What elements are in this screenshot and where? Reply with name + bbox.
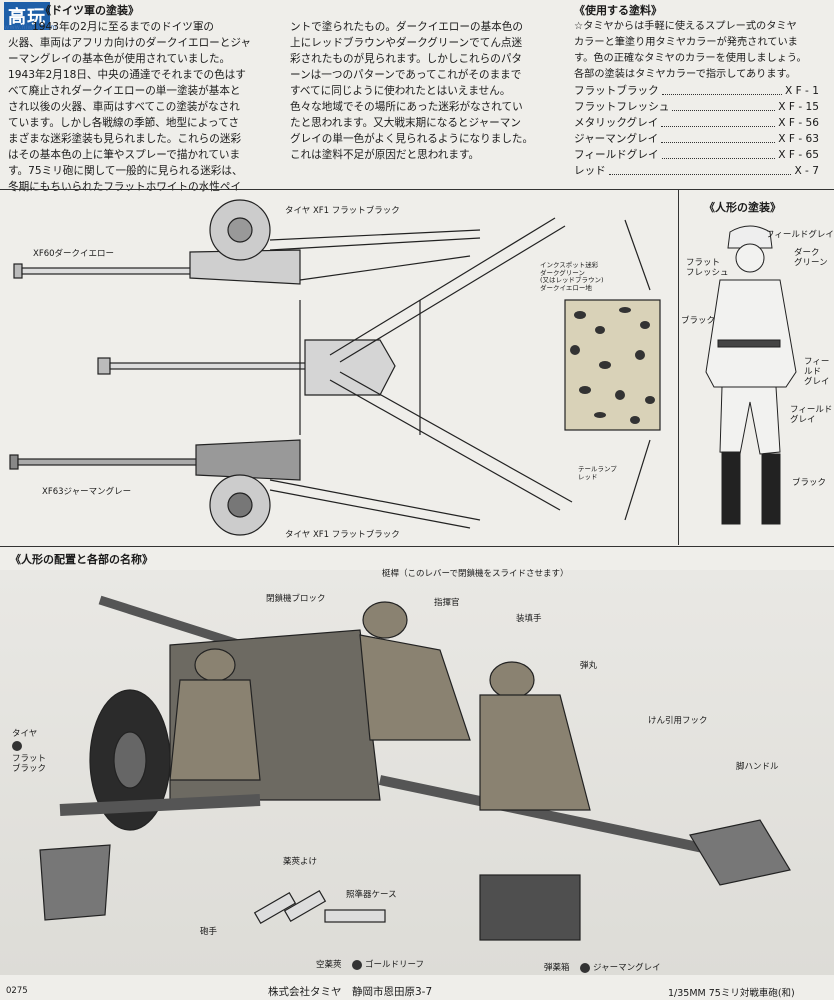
label-german-grey: XF63ジャーマングレー [42, 487, 132, 497]
body-line: はその基本色の上に筆やスプレーで描かれていま [8, 149, 241, 161]
paint-code: X F - 65 [778, 149, 819, 161]
divider [0, 189, 834, 190]
soldier-figure [705, 225, 797, 525]
label-sight-case: 照準器ケース [346, 890, 397, 900]
paint-row: レッド X - 7 [574, 163, 819, 179]
label-black-1: ブラック [681, 316, 716, 326]
body-line: ています。しかし各戦線の季節、地型によってさ [8, 117, 240, 129]
body-line: 1943年2月18日、中央の通達でそれまでの色はす [8, 69, 246, 81]
divider [678, 189, 679, 545]
label-flat-flesh: フラット フレッシュ [686, 258, 729, 278]
label-casing-paint: ゴールドリーフ [365, 960, 424, 970]
paint-code: X F - 1 [784, 85, 819, 97]
label-field-grey-trousers: フィールド グレイ [790, 405, 833, 425]
label-breech: 閉鎖機ブロック [266, 594, 326, 604]
label-shell-deflector: 薬莢よけ [283, 857, 318, 867]
label-shell: 弾丸 [580, 661, 598, 671]
gun-drawings [9, 199, 661, 536]
paint-name: フラットフレッシュ [574, 101, 670, 113]
paint-marker-icon [352, 960, 362, 970]
gun-side-view-bottom [9, 439, 481, 536]
body-line: す。75ミリ砲に関して一般的に見られる迷彩は、 [8, 165, 243, 177]
label-tire-top: タイヤ XF1 フラットブラック [285, 206, 400, 216]
body-line: ーマングレイの基本色が使用されていました。 [8, 53, 231, 65]
photo-heading: 《人形の配置と各部の名称》 [10, 553, 153, 566]
label-field-grey-helmet: フィールドグレイ [766, 230, 834, 240]
body-line: 冬期にもちいられたフラットホワイトの水性ペイ [8, 181, 242, 193]
label-tire-paint: フラット ブラック [12, 754, 47, 774]
body-line: たと思われます。又大戦末期になるとジャーマン [290, 117, 521, 129]
section-german-paint: 《ドイツ軍の塗装》 1943年の2月に至るまでのドイツ軍の 火器、車両はアフリカ… [8, 3, 280, 195]
footer-code: 0275 [6, 986, 28, 996]
paint-name: レッド [574, 165, 606, 177]
body-line: 1943年の2月に至るまでのドイツ軍の [32, 21, 215, 33]
body-line: カラーと筆塗り用タミヤカラーが発売されていま [574, 37, 798, 48]
label-dark-yellow: XF60ダークイエロー [33, 249, 114, 259]
paint-name: フラットブラック [574, 85, 659, 97]
body-line: 色々な地域でその場所にあった迷彩がなされてい [290, 101, 523, 113]
label-black-2: ブラック [792, 478, 827, 488]
label-tow-hook: けん引用フック [648, 716, 708, 726]
label-gunner: 砲手 [200, 927, 218, 937]
body-line: すべてに同じように使われたとはいえません。 [290, 85, 511, 97]
gun-top-view [97, 217, 573, 511]
body-line: 各部の塗装はタミヤカラーで指示してあります。 [574, 69, 796, 80]
label-ammo-box-paint: ジャーマングレイ [593, 963, 661, 973]
body-line: ーンは一つのパターンであってこれがそのままで [290, 69, 522, 81]
paint-row: フラットフレッシュ X F - 15 [574, 99, 819, 115]
gun-side-view-top [13, 199, 481, 285]
label-commander: 指揮官 [434, 598, 460, 608]
paint-row: メタリックグレイ X F - 56 [574, 115, 819, 131]
section-paint-continued: ントで塗られたもの。ダークイエローの基本色の 上にレッドブラウンやダークグリーン… [290, 19, 562, 163]
body-line: まざまな迷彩塗装も見られました。これらの迷彩 [8, 133, 242, 145]
paint-code: X F - 15 [778, 101, 819, 113]
footer-product: 1/35MM 75ミリ対戦車砲(和) [668, 988, 795, 999]
paint-row: フラットブラック X F - 1 [574, 83, 819, 99]
body-line: 上にレッドブラウンやダークグリーンでてん点迷 [290, 37, 523, 49]
diorama-illustration [39, 595, 791, 941]
divider [0, 546, 834, 547]
footer-company: 株式会社タミヤ 静岡市恩田原3-7 [268, 986, 433, 998]
label-lever: 梃桿（このレバーで閉鎖機をスライドさせます） [382, 569, 569, 579]
paint-name: フィールドグレイ [574, 149, 659, 161]
watermark-url: www.hiwan.com [4, 23, 57, 31]
body-line: され以後の火器、車両はすべてこの塗装がなされ [8, 101, 240, 113]
paint-name: メタリックグレイ [574, 117, 659, 129]
body-line: す。色の正確なタミヤのカラーを使用しましょう。 [574, 53, 807, 64]
paint-code: X F - 56 [778, 117, 819, 129]
label-tail-lamp: テールランプ レッド [578, 465, 617, 481]
body-line: ☆タミヤからは手軽に使えるスプレー式のタミヤ [574, 21, 797, 32]
label-tire-bottom: タイヤ XF1 フラットブラック [285, 530, 400, 540]
paint-marker-icon [12, 741, 22, 751]
body-line: 彩されたものが見られます。しかしこれらのパタ [290, 53, 523, 65]
label-dark-green: ダーク グリーン [794, 248, 828, 268]
label-ammo-box: 弾薬箱 [544, 963, 570, 973]
label-field-grey-arm: フィー ルド グレイ [804, 357, 830, 387]
body-line: べて廃止されダークイエローの単一塗装が基本と [8, 85, 241, 97]
body-line: ントで塗られたもの。ダークイエローの基本色の [290, 21, 523, 33]
section-heading: 《ドイツ軍の塗装》 [40, 4, 139, 17]
label-casing: 空薬莢 [316, 960, 342, 970]
section-heading: 《使用する塗料》 [574, 4, 662, 17]
label-leg-handle: 脚ハンドル [736, 762, 779, 772]
watermark-logo: 高玩 [4, 2, 50, 30]
label-loader: 装填手 [516, 614, 542, 624]
label-tire: タイヤ [12, 729, 38, 739]
body-line: グレイの単一色がよく見られるようになりました。 [290, 133, 534, 145]
body-line: 火器、車両はアフリカ向けのダークイエローとジャ [8, 37, 252, 49]
paint-row: フィールドグレイ X F - 65 [574, 147, 819, 163]
body-line: これは塗料不足が原因だと思われます。 [290, 149, 480, 161]
paint-marker-icon [580, 963, 590, 973]
paint-name: ジャーマングレイ [574, 133, 659, 145]
label-camo: インクスポット迷彩 ダークグリーン (又はレッドブラウン) ダークイエロー地 [540, 261, 604, 292]
figure-heading: 《人形の塗装》 [704, 201, 781, 214]
paint-code: X F - 63 [778, 133, 819, 145]
section-paints-used: 《使用する塗料》 ☆タミヤからは手軽に使えるスプレー式のタミヤ カラーと筆塗り用… [574, 3, 830, 179]
paint-code: X - 7 [794, 165, 819, 177]
gun-rear-view-camo [564, 219, 661, 521]
paint-row: ジャーマングレイ X F - 63 [574, 131, 819, 147]
